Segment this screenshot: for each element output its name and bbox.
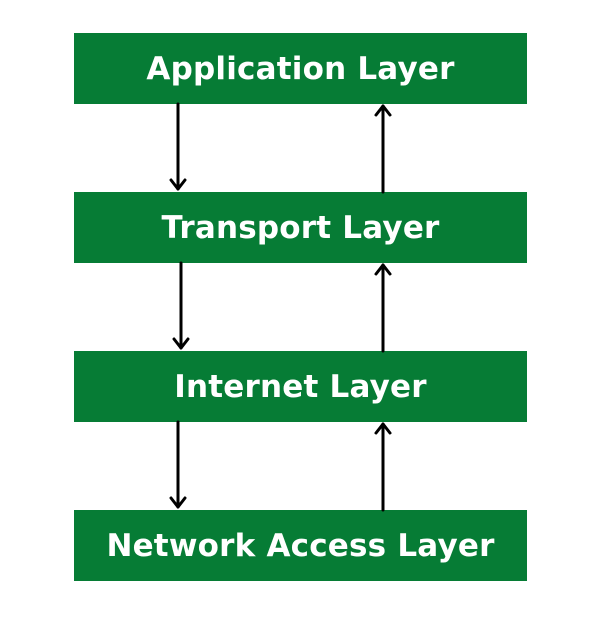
layer-label-network-access: Network Access Layer	[106, 527, 495, 564]
down-arrow-transport-to-internet	[172, 261, 190, 350]
layer-box-application: Application Layer	[74, 33, 527, 104]
layer-label-application: Application Layer	[146, 50, 455, 87]
up-arrow-transport-to-application	[374, 104, 392, 194]
down-arrow-application-to-transport	[169, 102, 187, 191]
layer-label-transport: Transport Layer	[161, 209, 440, 246]
layer-box-network-access: Network Access Layer	[74, 510, 527, 581]
down-arrow-internet-to-network-access	[169, 420, 187, 509]
layer-label-internet: Internet Layer	[174, 368, 427, 405]
up-arrow-internet-to-transport	[374, 263, 392, 353]
up-arrow-network-access-to-internet	[374, 422, 392, 512]
layer-box-transport: Transport Layer	[74, 192, 527, 263]
layer-box-internet: Internet Layer	[74, 351, 527, 422]
